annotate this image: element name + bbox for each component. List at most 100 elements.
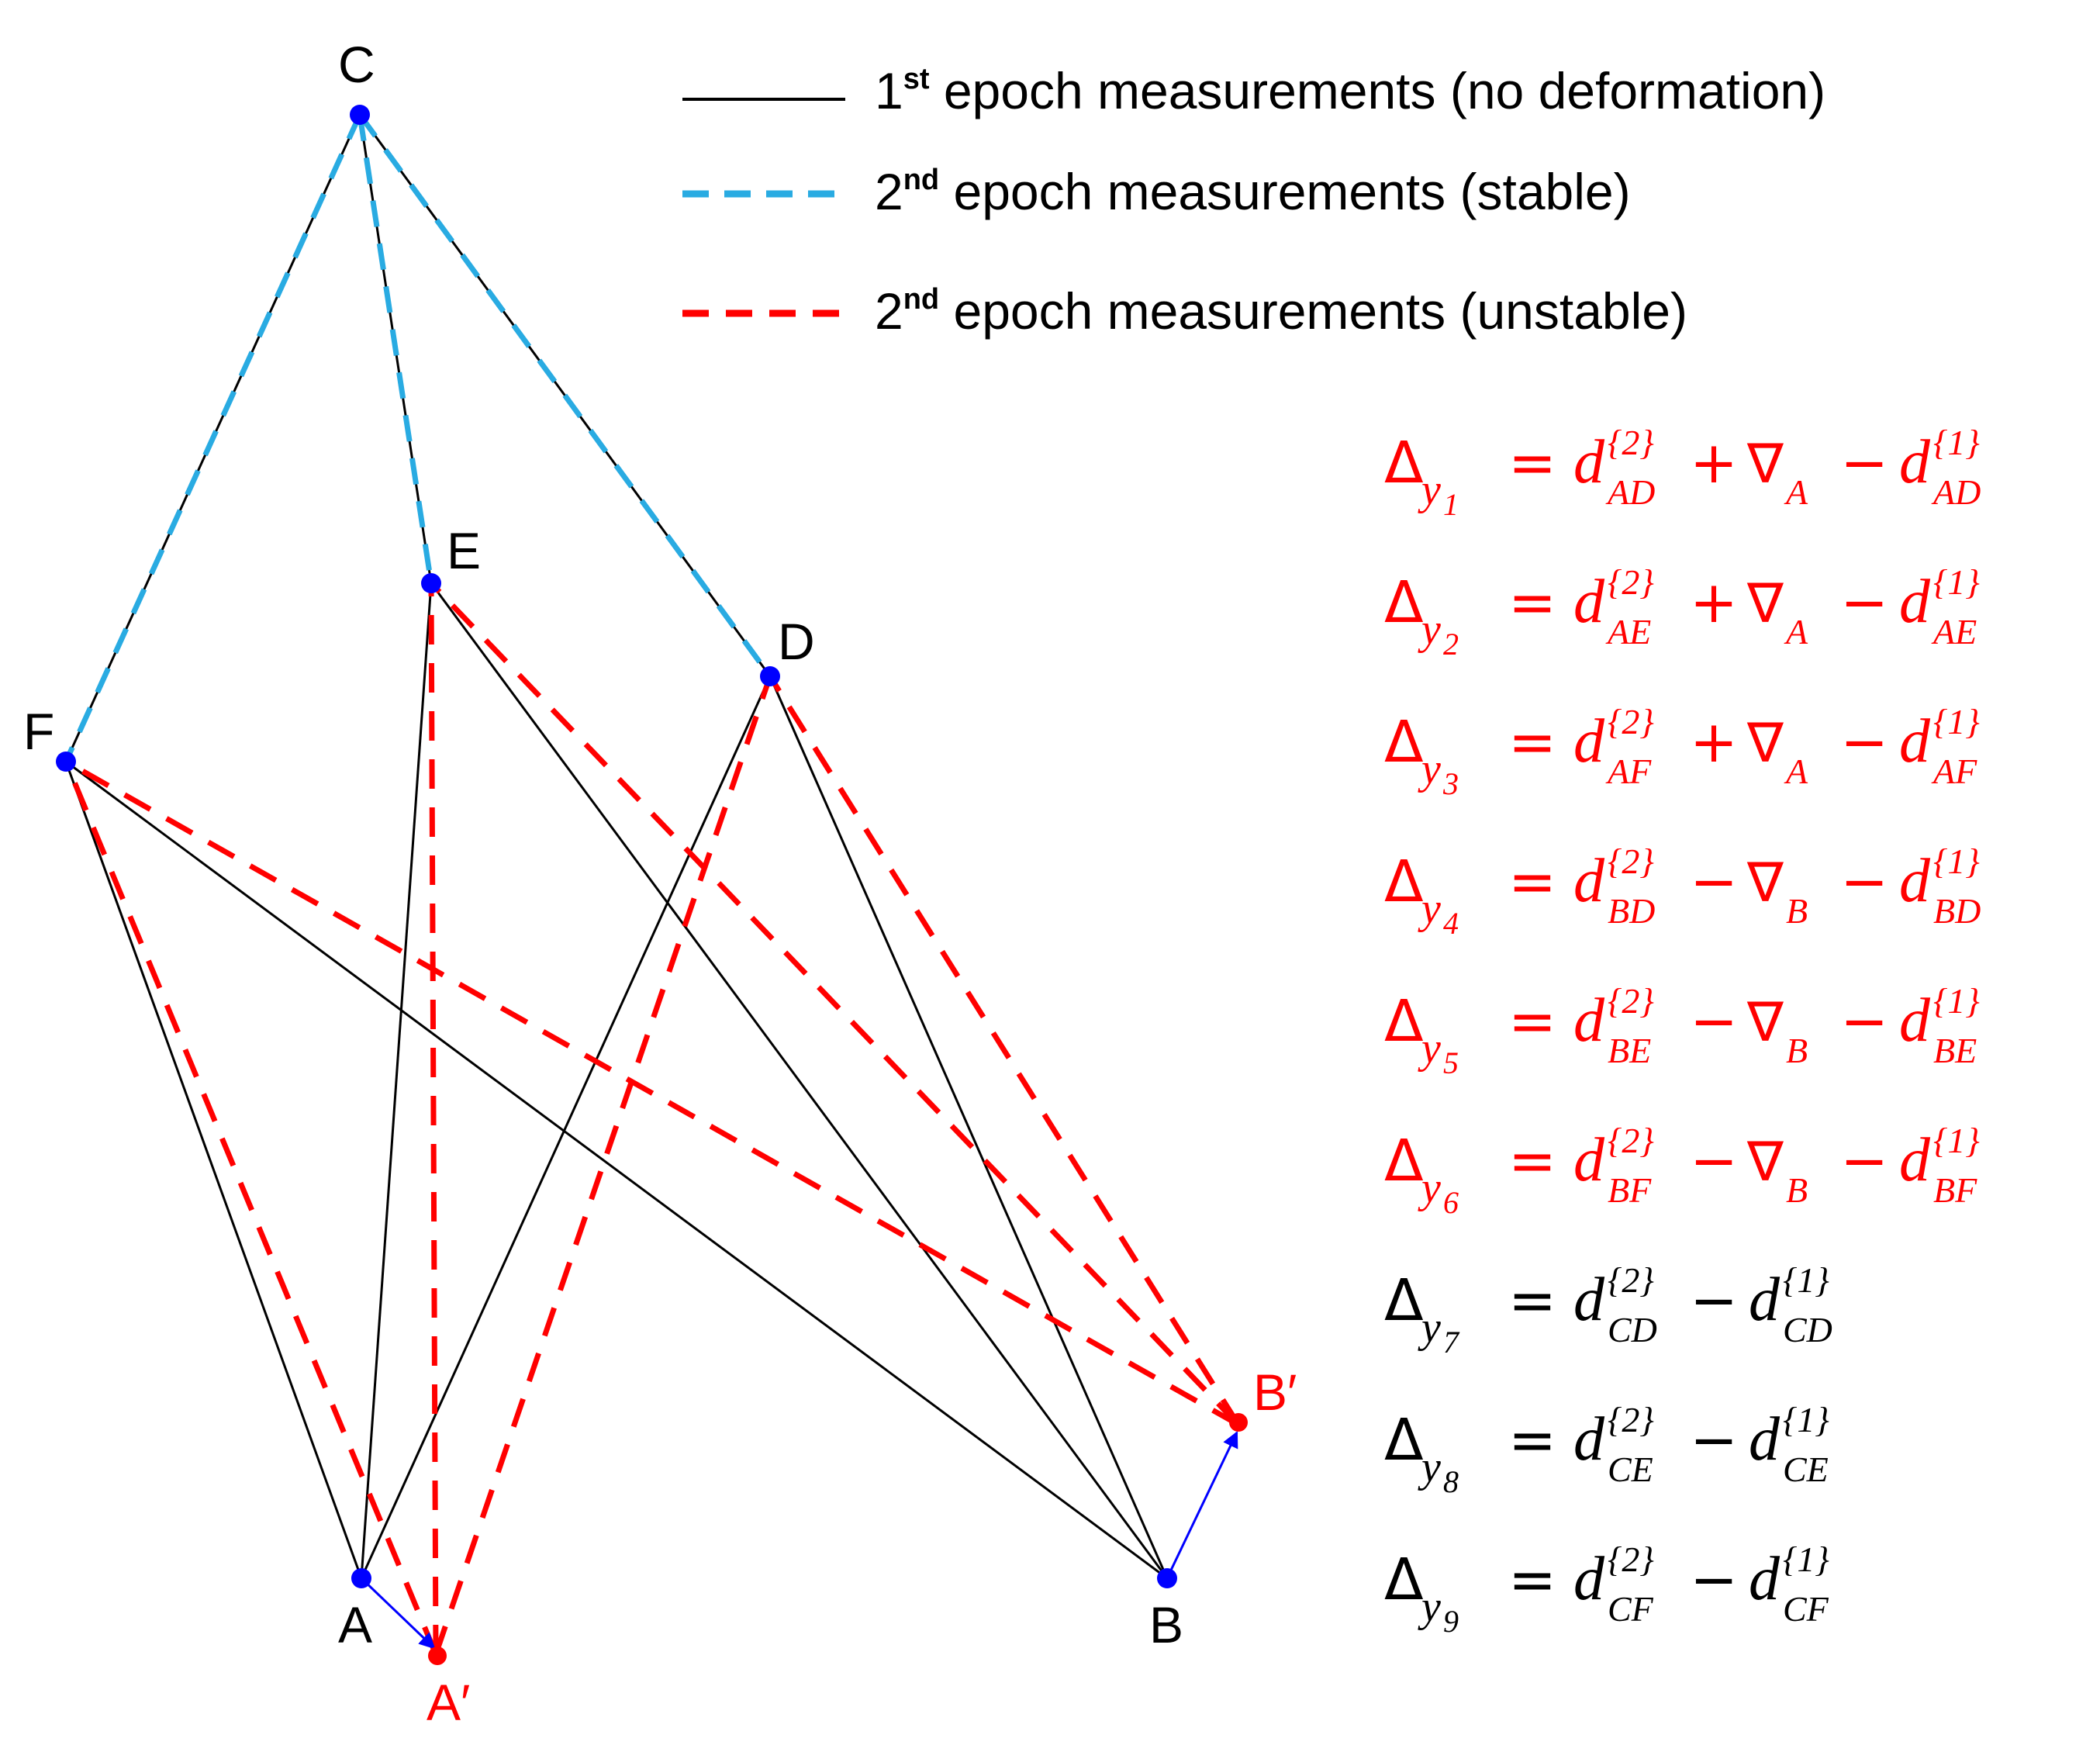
- network-points: [56, 105, 1177, 1588]
- legend-label-prefix: 2: [875, 282, 903, 340]
- equation-epoch1: {1}: [1933, 702, 1980, 741]
- equation-index: 2: [1443, 627, 1459, 662]
- equation-y: y: [1418, 606, 1441, 654]
- equation-epoch2: {2}: [1608, 1260, 1654, 1300]
- equation-d: d: [1573, 707, 1605, 776]
- equation-y: y: [1418, 1025, 1441, 1073]
- equation-epoch1: {1}: [1933, 841, 1980, 881]
- equation-d: d: [1899, 568, 1931, 636]
- equation-nabla-sub: B: [1786, 1031, 1808, 1070]
- legend-item-unstable: 2nd epoch measurements (unstable): [682, 282, 1687, 340]
- equation-d: d: [1749, 1545, 1781, 1613]
- equation-d: d: [1573, 987, 1605, 1055]
- displacement-arrow-A: [360, 1577, 436, 1650]
- legend-label-text: epoch measurements (unstable): [939, 282, 1687, 340]
- unstable-line-Aprime-D: [433, 675, 773, 1656]
- equation-equals: =: [1508, 709, 1556, 776]
- equation-pair: CF: [1608, 1589, 1654, 1629]
- equation-minus: −: [1840, 848, 1888, 915]
- legend-label-stable: 2nd epoch measurements (stable): [875, 163, 1631, 220]
- legend-label-first-epoch: 1st epoch measurements (no deformation): [875, 62, 1825, 119]
- label-A: A: [338, 1596, 372, 1653]
- legend-label-superscript: st: [903, 63, 930, 95]
- equation-delta: Δ: [1384, 709, 1424, 776]
- unstable-lines: [63, 581, 1241, 1656]
- equation-delta: Δ: [1384, 1546, 1424, 1613]
- equation-y: y: [1418, 745, 1441, 793]
- equation-d: d: [1899, 707, 1931, 776]
- unstable-line-Bprime-F: [64, 758, 1240, 1428]
- equation-nabla-sign: −: [1690, 848, 1738, 915]
- equation-index: 6: [1443, 1185, 1459, 1220]
- stable-line-C-D: [357, 112, 772, 679]
- equation-pair: CE: [1783, 1450, 1829, 1489]
- equation-pair: CD: [1608, 1310, 1657, 1349]
- equation-delta: Δ: [1384, 430, 1424, 496]
- label-B: B: [1149, 1596, 1183, 1653]
- equation-pair: BD: [1933, 891, 1981, 931]
- legend: 1st epoch measurements (no deformation) …: [682, 62, 1825, 340]
- equation-delta: Δ: [1384, 988, 1424, 1055]
- legend-label-text: epoch measurements (stable): [939, 163, 1630, 220]
- unstable-line-Aprime-F: [63, 760, 439, 1656]
- equation-nabla: ∇: [1746, 572, 1784, 635]
- equation-minus: −: [1840, 430, 1888, 496]
- equation-epoch2: {2}: [1608, 1400, 1654, 1439]
- equation-pair: CF: [1783, 1589, 1829, 1629]
- equation-epoch2: {2}: [1608, 981, 1654, 1021]
- equation-minus: −: [1690, 1546, 1738, 1613]
- equation-epoch2: {2}: [1608, 702, 1654, 741]
- first-epoch-lines: [64, 114, 1169, 1580]
- label-C: C: [338, 36, 375, 93]
- line-A-D: [360, 676, 772, 1579]
- equation-nabla-sub: A: [1784, 612, 1808, 651]
- legend-label-unstable: 2nd epoch measurements (unstable): [875, 282, 1687, 340]
- equation-delta: Δ: [1384, 1407, 1424, 1474]
- equation-epoch2: {2}: [1608, 423, 1654, 462]
- point-D: [760, 666, 780, 686]
- unstable-line-Bprime-D: [768, 675, 1241, 1426]
- equation-d: d: [1749, 1405, 1781, 1474]
- line-B-E: [430, 582, 1169, 1579]
- point-labels: C E D F A B A′ B′: [23, 36, 1297, 1731]
- equation-nabla-sign: +: [1690, 569, 1738, 636]
- equation-epoch1: {1}: [1783, 1400, 1829, 1439]
- legend-label-prefix: 1: [875, 62, 903, 119]
- equation-equals: =: [1508, 1267, 1556, 1334]
- stable-lines: [63, 112, 772, 763]
- equation-y: y: [1418, 466, 1441, 514]
- legend-item-first-epoch: 1st epoch measurements (no deformation): [682, 62, 1825, 119]
- equation-pair: AD: [1605, 472, 1655, 512]
- equation-epoch1: {1}: [1933, 423, 1980, 462]
- equation-nabla-sub: A: [1784, 472, 1808, 512]
- equation-d: d: [1573, 1545, 1605, 1613]
- equation-pair: CD: [1783, 1310, 1832, 1349]
- equation-equals: =: [1508, 569, 1556, 636]
- equation-pair: AE: [1605, 612, 1651, 651]
- equation-nabla: ∇: [1746, 432, 1784, 496]
- equation-minus: −: [1690, 1407, 1738, 1474]
- equation-nabla-sub: B: [1786, 891, 1808, 931]
- equation-d: d: [1573, 1266, 1605, 1334]
- line-B-D: [769, 676, 1169, 1579]
- equation-equals: =: [1508, 430, 1556, 496]
- equation-pair: AD: [1931, 472, 1981, 512]
- label-A-prime: A′: [427, 1674, 470, 1731]
- equation-y: y: [1418, 885, 1441, 933]
- unstable-line-Aprime-E: [428, 582, 439, 1655]
- equation-d: d: [1573, 568, 1605, 636]
- equation-d: d: [1573, 847, 1605, 915]
- legend-label-superscript: nd: [903, 164, 939, 196]
- equation-pair: BD: [1608, 891, 1655, 931]
- equation-equals: =: [1508, 848, 1556, 915]
- equation-nabla-sign: −: [1690, 988, 1738, 1055]
- displacement-arrows: [360, 1431, 1238, 1650]
